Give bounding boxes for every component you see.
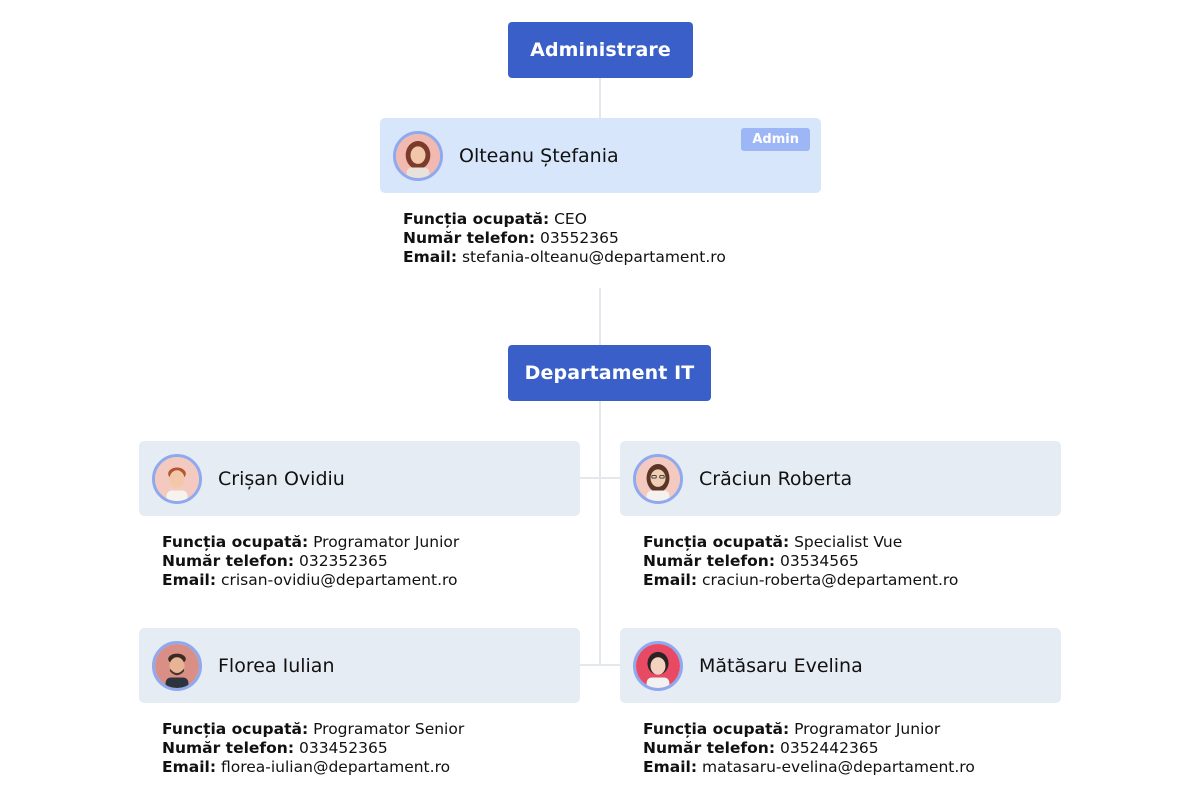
avatar-man-icon [155, 643, 199, 688]
role-value: CEO [554, 210, 587, 228]
email-label: Email: [643, 758, 698, 776]
phone-value: 0352442365 [779, 739, 879, 757]
person-card-crisan[interactable]: Crișan Ovidiu [139, 441, 580, 516]
avatar [633, 453, 683, 504]
role-label: Funcția ocupată: [643, 720, 790, 738]
role-value: Specialist Vue [794, 533, 903, 551]
avatar-woman-icon [396, 133, 440, 178]
avatar-man-icon [155, 456, 199, 501]
phone-label: Număr telefon: [643, 739, 776, 757]
phone-label: Număr telefon: [403, 229, 536, 247]
person-details-craciun: Funcția ocupată: Specialist Vue Număr te… [643, 533, 958, 590]
person-name: Florea Iulian [218, 654, 335, 677]
role-value: Programator Junior [313, 533, 460, 551]
person-card-craciun[interactable]: Crăciun Roberta [620, 441, 1061, 516]
role-value: Programator Junior [794, 720, 941, 738]
avatar-woman-icon [636, 643, 680, 688]
email-label: Email: [403, 248, 458, 266]
email-value[interactable]: florea-iulian@departament.ro [220, 758, 451, 776]
connector-admin-to-card [599, 78, 601, 118]
person-card-matasaru[interactable]: Mătăsaru Evelina [620, 628, 1061, 703]
avatar [393, 130, 443, 181]
person-name: Mătăsaru Evelina [699, 654, 863, 677]
avatar [152, 640, 202, 691]
person-name: Crăciun Roberta [699, 467, 853, 490]
person-name: Crișan Ovidiu [218, 467, 345, 490]
connector-row2-horizontal [580, 664, 620, 666]
admin-badge: Admin [741, 128, 810, 151]
phone-value: 03534565 [779, 552, 859, 570]
person-details-florea: Funcția ocupată: Programator Senior Numă… [162, 720, 464, 777]
role-label: Funcția ocupată: [403, 210, 550, 228]
email-label: Email: [162, 758, 217, 776]
phone-value: 032352365 [298, 552, 388, 570]
role-value: Programator Senior [313, 720, 465, 738]
phone-value: 03552365 [539, 229, 619, 247]
phone-label: Număr telefon: [162, 552, 295, 570]
dept-it[interactable]: Departament IT [508, 345, 711, 401]
connector-row1-horizontal [580, 477, 620, 479]
person-name: Olteanu Ștefania [459, 144, 619, 167]
connector-it-trunk [599, 401, 601, 666]
dept-administrare[interactable]: Administrare [508, 22, 693, 78]
person-card-florea[interactable]: Florea Iulian [139, 628, 580, 703]
person-details-matasaru: Funcția ocupată: Programator Junior Numă… [643, 720, 975, 777]
role-label: Funcția ocupată: [162, 720, 309, 738]
phone-label: Număr telefon: [643, 552, 776, 570]
person-card-admin[interactable]: Olteanu Ștefania Admin [380, 118, 821, 193]
email-label: Email: [643, 571, 698, 589]
email-value[interactable]: craciun-roberta@departament.ro [701, 571, 959, 589]
person-details-admin: Funcția ocupată: CEO Număr telefon: 0355… [403, 210, 726, 267]
avatar [152, 453, 202, 504]
avatar-woman-icon [636, 456, 680, 501]
email-value[interactable]: stefania-olteanu@departament.ro [461, 248, 726, 266]
email-label: Email: [162, 571, 217, 589]
phone-label: Număr telefon: [162, 739, 295, 757]
connector-admin-to-it [599, 288, 601, 345]
phone-value: 033452365 [298, 739, 388, 757]
role-label: Funcția ocupată: [643, 533, 790, 551]
role-label: Funcția ocupată: [162, 533, 309, 551]
email-value[interactable]: matasaru-evelina@departament.ro [701, 758, 975, 776]
email-value[interactable]: crisan-ovidiu@departament.ro [220, 571, 458, 589]
person-details-crisan: Funcția ocupată: Programator Junior Numă… [162, 533, 459, 590]
avatar [633, 640, 683, 691]
